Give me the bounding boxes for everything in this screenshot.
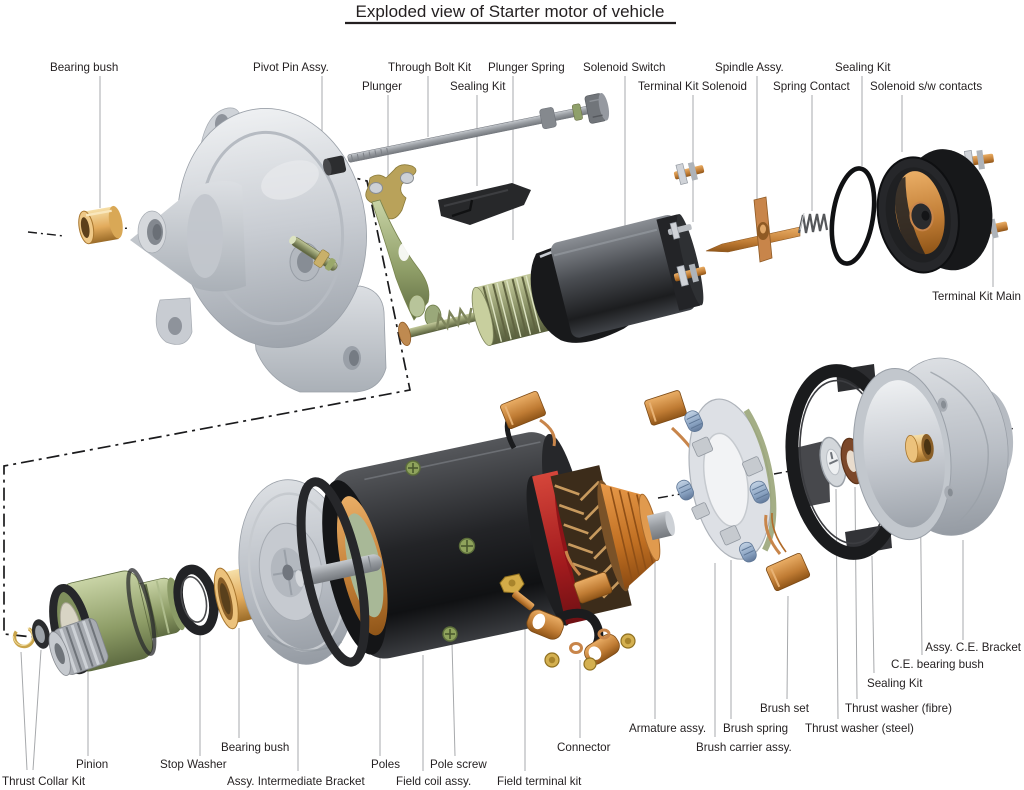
label-pinion: Pinion: [76, 758, 108, 771]
label-spring-contact: Spring Contact: [773, 80, 850, 93]
part-brush-lead-top-left: [500, 390, 556, 450]
label-plunger: Plunger: [362, 80, 402, 93]
part-stop-washer: [173, 564, 219, 636]
label-solenoid-sw-contacts: Solenoid s/w contacts: [870, 80, 982, 93]
part-solenoid-sw-contacts: [876, 149, 1008, 274]
part-brush-lower-left: [564, 550, 613, 604]
part-through-bolt-kit: [347, 92, 610, 163]
label-thrust-washer-fibre: Thrust washer (fibre): [845, 702, 952, 715]
label-sealing-kit-top: Sealing Kit: [450, 80, 506, 93]
part-brush-set: [764, 512, 811, 592]
part-ce-bracket: [852, 357, 1014, 541]
label-field-terminal-kit: Field terminal kit: [497, 775, 582, 788]
label-terminal-kit-main: Terminal Kit Main: [932, 290, 1021, 303]
part-brush-carrier: [676, 398, 777, 563]
part-pole-screws: [405, 460, 476, 642]
label-brush-spring: Brush spring: [723, 722, 788, 735]
label-bearing-bush-bottom: Bearing bush: [221, 741, 289, 754]
label-assy-ce-bracket: Assy. C.E. Bracket: [925, 641, 1022, 654]
label-poles: Poles: [371, 758, 400, 771]
label-assy-intermediate-bracket: Assy. Intermediate Bracket: [227, 775, 365, 788]
label-plunger-spring: Plunger Spring: [488, 61, 565, 74]
part-connector: [526, 608, 636, 671]
part-thrust-washer-steel: [819, 436, 847, 488]
part-shift-fork-lever: [365, 164, 442, 328]
part-plunger-stop: [322, 155, 347, 176]
pinion-gear-teeth: [48, 618, 109, 676]
label-through-bolt-kit: Through Bolt Kit: [388, 61, 472, 74]
label-brush-carrier-assy: Brush carrier assy.: [696, 741, 792, 754]
part-pivot-pin-assy: [289, 235, 338, 271]
leader-lines: [20, 76, 994, 771]
part-thrust-collar-kit: [12, 619, 51, 649]
label-sealing-kit-right: Sealing Kit: [835, 61, 891, 74]
part-sealing-boot: [438, 183, 531, 225]
label-bearing-bush-top: Bearing bush: [50, 61, 118, 74]
label-thrust-collar-kit: Thrust Collar Kit: [2, 775, 86, 788]
part-spindle-assy: [705, 196, 801, 263]
label-terminal-kit-solenoid: Terminal Kit Solenoid: [638, 80, 747, 93]
label-stop-washer: Stop Washer: [160, 758, 227, 771]
part-bearing-bush-top: [78, 205, 123, 245]
label-pivot-pin-assy: Pivot Pin Assy.: [253, 61, 329, 74]
part-spring-contact: [797, 212, 829, 234]
label-ce-bearing-bush: C.E. bearing bush: [891, 658, 984, 671]
part-ce-bearing-bush: [905, 433, 934, 463]
part-field-terminal: [499, 573, 535, 611]
label-sealing-kit-bottom: Sealing Kit: [867, 677, 923, 690]
label-pole-screw: Pole screw: [430, 758, 487, 771]
part-o-ring-seal: [829, 166, 877, 266]
page-title: Exploded view of Starter motor of vehicl…: [356, 2, 665, 21]
connector-nuts: [544, 628, 636, 671]
part-drive-end-bracket: [130, 107, 387, 393]
part-solenoid-switch: [398, 213, 704, 347]
label-armature-assy: Armature assy.: [629, 722, 706, 735]
label-spindle-assy: Spindle Assy.: [715, 61, 784, 74]
part-bearing-bush-bottom: [213, 566, 263, 630]
label-solenoid-switch: Solenoid Switch: [583, 61, 666, 74]
part-pinion: [48, 567, 186, 676]
part-terminal-kit-solenoid: [667, 161, 707, 287]
label-connector: Connector: [557, 741, 611, 754]
brush-springs: [676, 410, 770, 563]
part-labels: Bearing bush Pivot Pin Assy. Plunger Thr…: [2, 61, 1022, 788]
label-field-coil-assy: Field coil assy.: [396, 775, 471, 788]
label-thrust-washer-steel: Thrust washer (steel): [805, 722, 914, 735]
label-brush-set: Brush set: [760, 702, 810, 715]
